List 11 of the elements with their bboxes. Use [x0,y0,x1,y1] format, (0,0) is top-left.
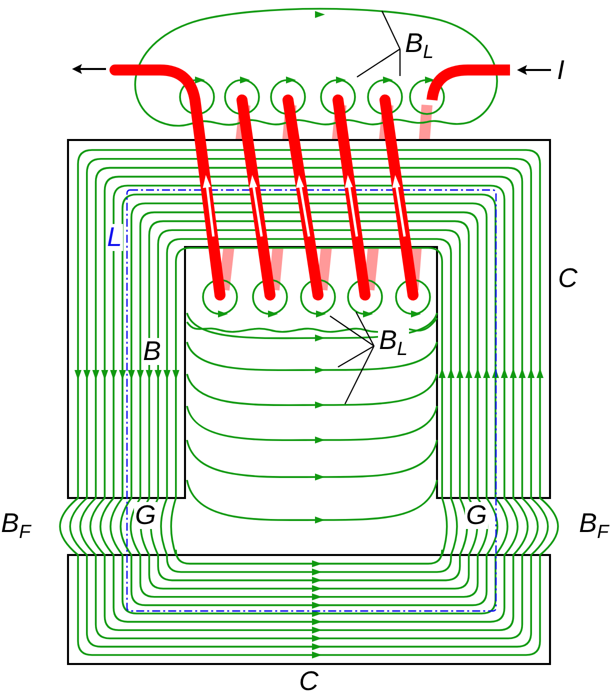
symbol-label: L [106,224,124,251]
leader-line [356,48,400,78]
leader-line [338,345,374,368]
leader-line [344,346,375,404]
symbol-label: G [134,502,158,529]
leader-line [399,49,401,76]
leader-line [381,10,401,50]
symbol-label: G [465,502,488,529]
leader-line [355,312,375,346]
symbol-label: B [142,338,162,365]
leader-line [330,316,374,346]
